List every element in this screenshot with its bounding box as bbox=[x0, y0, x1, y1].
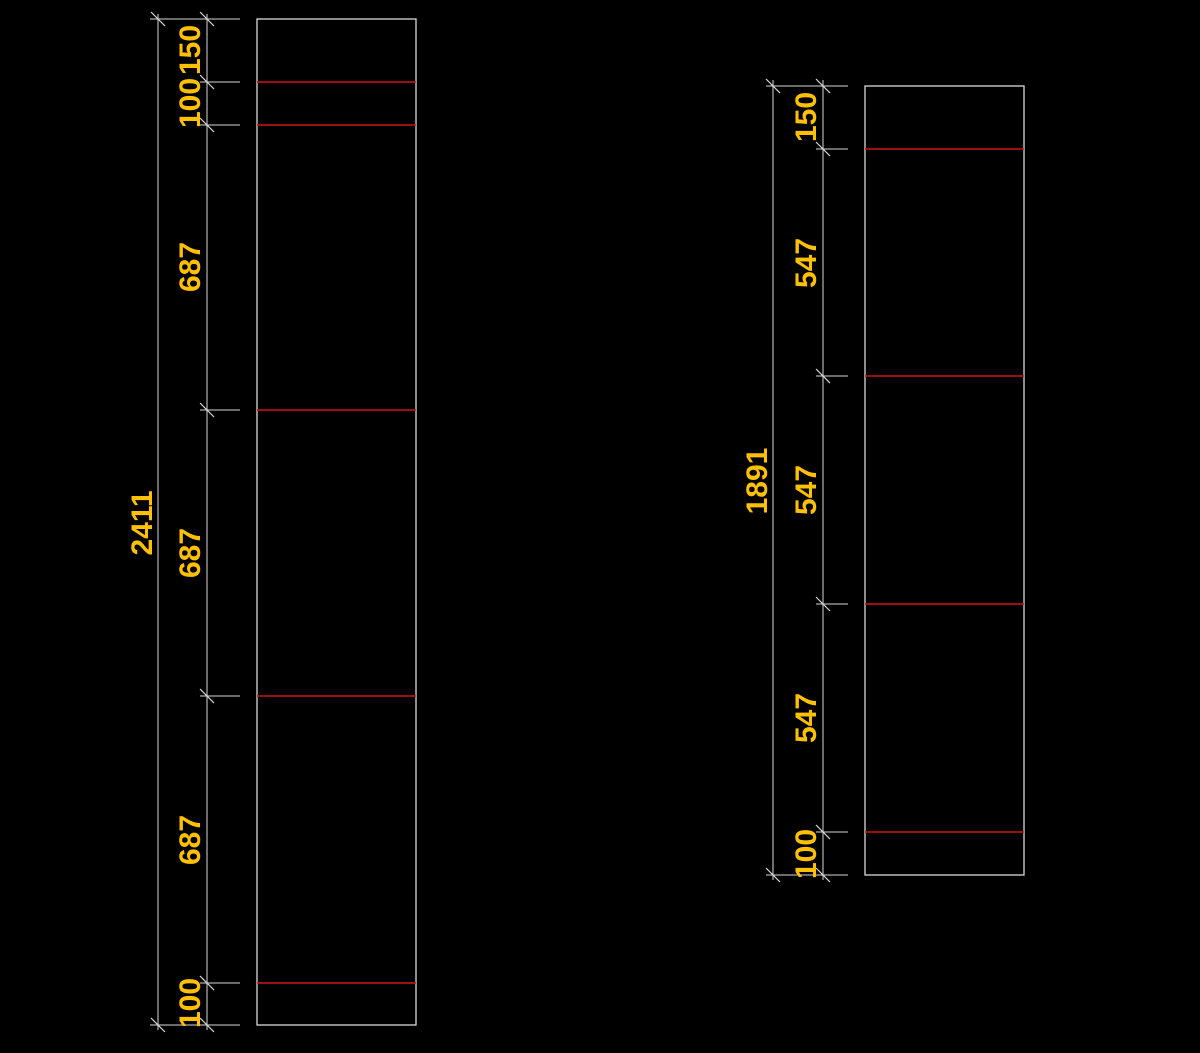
left-total-dimension bbox=[150, 11, 240, 1033]
left-cabinet: 2411 150 100 687 687 687 100 bbox=[126, 11, 417, 1033]
right-cabinet-outline bbox=[864, 85, 1025, 876]
left-segment-dimension bbox=[199, 11, 240, 1033]
left-segment-label: 100 bbox=[174, 78, 207, 128]
left-segment-label: 687 bbox=[174, 815, 207, 865]
right-total-dimension bbox=[765, 78, 848, 883]
right-cabinet: 1891 150 547 547 547 100 bbox=[741, 78, 1025, 883]
right-segment-label: 547 bbox=[790, 465, 823, 515]
left-cabinet-outline bbox=[256, 18, 417, 1026]
left-segment-label: 687 bbox=[174, 528, 207, 578]
right-segment-label: 547 bbox=[790, 238, 823, 288]
right-segment-dimension bbox=[815, 78, 848, 883]
left-segment-label: 150 bbox=[174, 25, 207, 75]
right-total-label: 1891 bbox=[741, 448, 774, 515]
left-total-label: 2411 bbox=[126, 490, 159, 555]
right-segment-label: 100 bbox=[790, 829, 823, 879]
right-segment-label: 150 bbox=[790, 92, 823, 142]
right-segment-label: 547 bbox=[790, 693, 823, 743]
left-segment-label: 100 bbox=[174, 978, 207, 1028]
left-segment-label: 687 bbox=[174, 242, 207, 292]
